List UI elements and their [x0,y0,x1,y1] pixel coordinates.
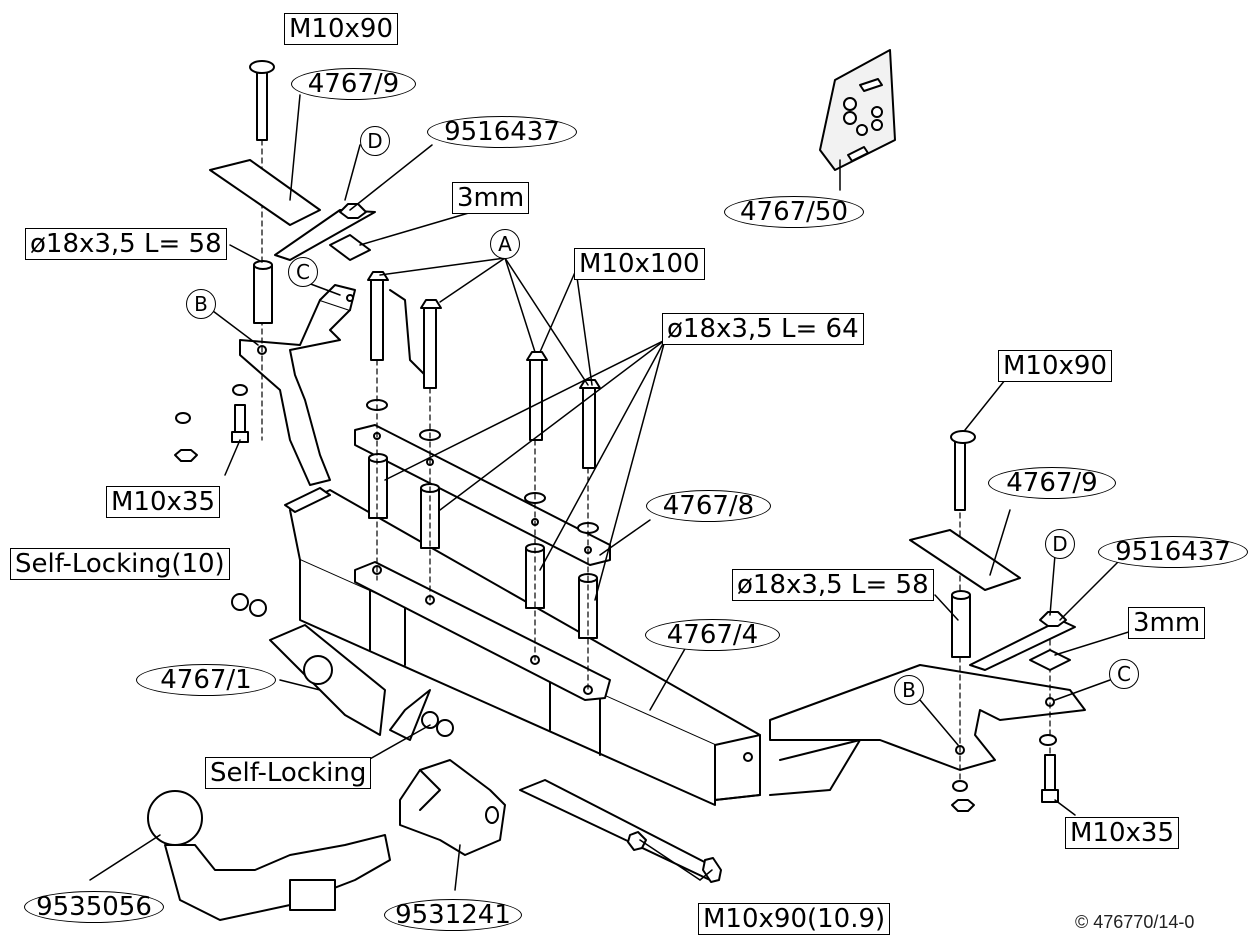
marker-c-left: C [288,257,318,287]
label-spacer-right: ø18x3,5 L= 58 [732,569,934,601]
left-top-hardware [174,60,376,462]
label-crossbar: 4767/4 [645,619,780,651]
marker-a: A [490,229,520,259]
marker-c-right: C [1109,659,1139,689]
socket-plate-4767-1 [231,593,454,741]
right-side-bracket [769,664,1086,796]
label-bolt-top-right: M10x90 [998,350,1112,382]
label-bolt-small-left: M10x35 [106,486,220,518]
marker-b-left: B [186,289,216,319]
label-self-locking: Self-Locking [205,757,372,789]
label-spacers-middle: ø18x3,5 L= 64 [662,313,864,345]
marker-d-left: D [360,126,390,156]
label-clamp-block: 9531241 [384,899,522,931]
label-shim-top-left: 3mm [452,182,530,214]
label-bolts-middle: M10x100 [574,248,705,280]
label-self-locking-10: Self-Locking(10) [10,548,230,580]
right-top-hardware [909,430,1076,812]
label-spacer-left: ø18x3,5 L= 58 [25,228,227,260]
label-ball-neck: 9535056 [24,891,164,923]
bolts-m10x100 [367,271,601,469]
label-socket-plate: 4767/1 [136,664,276,696]
left-side-bracket [239,284,431,486]
label-bolt-high-tensile: M10x90(10.9) [698,903,891,935]
label-shim-top-right: 3mm [1128,607,1206,639]
marker-d-right: D [1045,529,1075,559]
label-tag-top-right: 9516437 [1098,536,1248,568]
label-bolt-small-right: M10x35 [1065,817,1179,849]
copyright-note: © 476770/14-0 [1075,912,1195,932]
label-plate-top-right: 4767/9 [988,467,1116,499]
label-plate-top-left: 4767/9 [291,68,416,100]
clamp-block-9531241 [399,759,506,856]
label-clamp-plate: 4767/8 [646,490,771,522]
label-kit-fixings: 4767/50 [724,196,864,228]
fixing-kit-inset-4767-50 [819,49,896,171]
ball-neck-9535056 [147,790,391,921]
leader-lines [89,94,1136,891]
label-tag-top-left: 9516437 [427,116,577,148]
label-bolt-top-left: M10x90 [284,13,398,45]
marker-b-right: B [894,675,924,705]
